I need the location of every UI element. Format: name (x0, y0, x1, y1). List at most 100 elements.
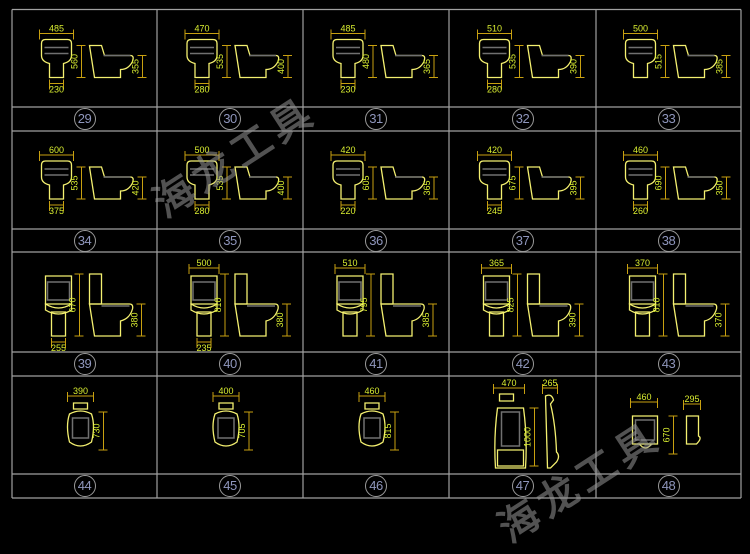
dimension-line-horizontal (330, 29, 366, 40)
side-view (544, 394, 560, 469)
dimension-label: 280 (194, 206, 209, 216)
dimension-label: 365 (489, 258, 504, 268)
dimension-label: 380 (130, 312, 140, 327)
item-label-cell: 33 (596, 107, 741, 131)
dimension-label: 380 (275, 312, 285, 327)
side-view-body (380, 166, 426, 200)
side-view-body (88, 44, 134, 79)
drain (638, 443, 653, 449)
dimension-line-vertical (575, 176, 585, 200)
dimension-label: 675 (508, 175, 518, 190)
urinal-body (66, 410, 95, 447)
dimension-line-vertical (283, 176, 292, 200)
front-view-tank-inner (630, 281, 655, 301)
dimension-label: 245 (487, 206, 502, 216)
dimension-line-vertical (368, 166, 377, 200)
front-view-seat (628, 46, 653, 55)
flush-valve (498, 393, 515, 402)
item-number-circle: 38 (657, 229, 680, 252)
dimension-line-vertical (429, 55, 438, 78)
dimension-line-vertical (76, 45, 86, 78)
dimension-label: 420 (131, 180, 141, 195)
dimension-label: 235 (196, 343, 211, 353)
dimension-label: 390 (569, 59, 579, 74)
dimension-label: 280 (487, 85, 502, 95)
item-label-cell: 46 (303, 474, 449, 498)
front-view-pedestal (50, 311, 67, 337)
front-view-seat (336, 168, 360, 176)
front-view-body (478, 160, 511, 200)
dimension-line-vertical (76, 166, 86, 200)
front-view-seat (482, 46, 507, 55)
dimension-label: 535 (508, 54, 518, 69)
fixture-drawing-41: 510 795 385 (334, 258, 437, 337)
dimension-label: 390 (73, 386, 88, 396)
urinal-body (631, 415, 659, 445)
dimension-label: 365 (422, 180, 432, 195)
front-view-pedestal (196, 311, 212, 337)
front-view-seat (482, 168, 507, 176)
dimension-line-vertical (98, 411, 108, 451)
item-number-circle: 33 (657, 108, 680, 130)
side-view-tank (672, 273, 687, 305)
item-label-cell: 41 (303, 352, 449, 376)
dimension-line-horizontal (477, 29, 512, 40)
dimension-label: 420 (340, 145, 355, 155)
side-view-body (526, 44, 572, 79)
item-label-cell: 31 (303, 107, 449, 131)
dimension-label: 265 (542, 378, 557, 388)
front-view-seat (44, 46, 69, 55)
dimension-label: 385 (421, 312, 431, 327)
dimension-line-vertical (529, 407, 539, 467)
dimension-line-horizontal (340, 201, 356, 211)
dimension-label: 795 (359, 297, 369, 312)
dimension-label: 460 (636, 392, 651, 402)
dimension-label: 485 (49, 24, 64, 34)
dimension-line-vertical (220, 273, 229, 337)
item-number-circle: 35 (219, 229, 241, 252)
dimension-line-vertical (514, 166, 524, 200)
side-view-bowl (672, 303, 718, 337)
dimension-label: 500 (196, 258, 211, 268)
item-label-cell: 30 (157, 107, 303, 131)
front-view-body (40, 160, 73, 200)
dimension-line-horizontal (39, 151, 74, 161)
dimension-line-horizontal (340, 79, 356, 90)
dimension-label: 535 (215, 175, 225, 190)
item-number-circle: 34 (73, 229, 96, 252)
front-view-tank-inner (46, 281, 71, 301)
dimension-line-vertical (136, 303, 146, 337)
dimension-line-vertical (74, 273, 84, 337)
dimension-line-horizontal (49, 201, 64, 211)
item-number-circle: 47 (511, 475, 534, 497)
dimension-line-vertical (668, 415, 678, 455)
side-view (685, 415, 701, 445)
dimension-label: 375 (49, 206, 64, 216)
front-view-pedestal (342, 311, 358, 337)
dimension-label: 400 (218, 386, 233, 396)
front-view-pedestal (634, 311, 651, 337)
dimension-label: 670 (68, 297, 78, 312)
urinal-base (496, 449, 525, 467)
front-view-body (478, 38, 511, 79)
dimension-label: 515 (654, 54, 664, 69)
dimension-line-vertical (660, 45, 670, 78)
urinal-body (494, 407, 527, 469)
dimension-line-horizontal (39, 29, 74, 40)
side-view-body (234, 44, 280, 79)
item-number-circle: 37 (511, 229, 534, 252)
dimension-label: 510 (342, 258, 357, 268)
dimension-label: 420 (487, 145, 502, 155)
item-number-circle: 30 (219, 108, 241, 130)
dimension-label: 295 (684, 394, 699, 404)
item-label-cell: 38 (596, 229, 741, 252)
dimension-label: 825 (506, 297, 516, 312)
